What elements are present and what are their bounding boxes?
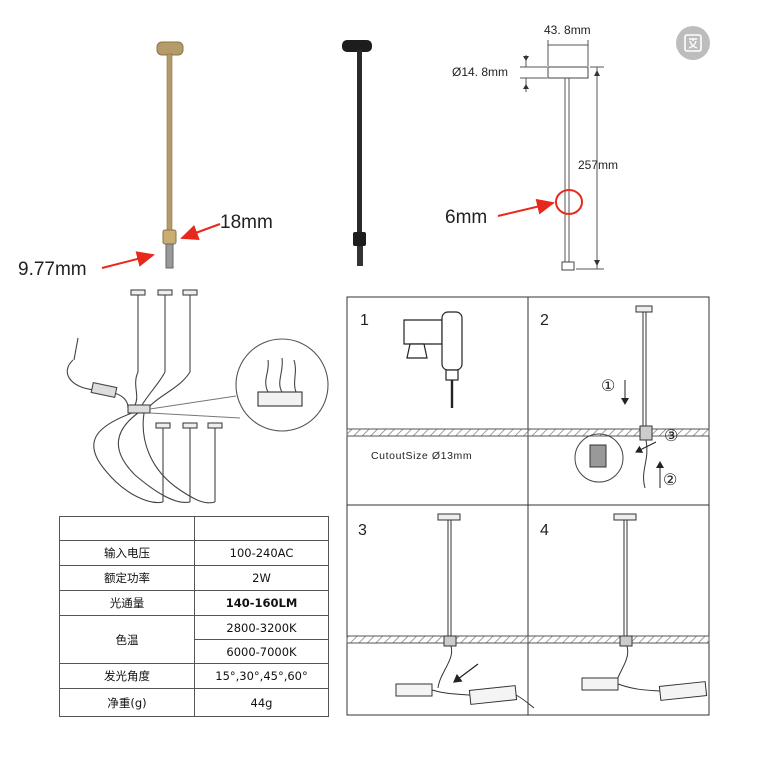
arrow-18mm — [180, 223, 221, 240]
step-number-3: 3 — [358, 522, 367, 539]
spec-value: 100-240AC — [194, 540, 329, 566]
table-row: 色温 2800-3200K — [59, 615, 329, 664]
marker-2: ② — [663, 472, 678, 489]
installation-grid — [346, 296, 710, 716]
spec-value: 15°,30°,45°,60° — [194, 663, 329, 689]
table-row: 额定功率 2W — [59, 565, 329, 591]
spec-label: 额定功率 — [59, 565, 195, 591]
translate-button[interactable] — [676, 26, 710, 60]
arrow-6mm — [497, 198, 555, 217]
spec-label: 光通量 — [59, 590, 195, 616]
step-number-1: 1 — [360, 312, 369, 329]
label-width: 43. 8mm — [544, 23, 591, 37]
table-row: 净重(g) 44g — [59, 688, 329, 717]
dimension-drawing — [520, 40, 604, 271]
spec-table: 输入电压 100-240AC 额定功率 2W 光通量 140-160LM 色温 … — [59, 516, 329, 717]
label-977mm: 9.77mm — [18, 259, 87, 280]
table-cell — [59, 516, 195, 541]
table-cell — [194, 516, 329, 541]
table-row — [59, 516, 329, 541]
marker-1: ① — [601, 378, 616, 395]
rod-diameter-circle — [555, 189, 583, 215]
translate-icon — [684, 34, 702, 52]
step3-illustration — [395, 513, 535, 709]
spec-value: 140-160LM — [194, 590, 329, 616]
step2-illustration — [574, 305, 664, 489]
table-row: 输入电压 100-240AC — [59, 540, 329, 566]
spec-label: 色温 — [59, 615, 195, 664]
spec-value: 2800-3200K — [194, 615, 329, 640]
spec-value: 44g — [194, 688, 329, 717]
table-row: 光通量 140-160LM — [59, 590, 329, 616]
label-length: 257mm — [578, 158, 619, 172]
marker-3: ③ — [664, 428, 679, 445]
table-row: 6000-7000K — [60, 639, 329, 664]
spec-value: 2W — [194, 565, 329, 591]
step-number-4: 4 — [540, 522, 549, 539]
black-lamp — [342, 40, 372, 266]
table-row: 发光角度 15°,30°,45°,60° — [59, 663, 329, 689]
label-diameter: Ø14. 8mm — [452, 65, 509, 79]
step4-illustration — [581, 513, 708, 701]
gold-lamp — [156, 41, 184, 269]
spec-label: 输入电压 — [59, 540, 195, 566]
spec-label: 发光角度 — [59, 663, 195, 689]
spec-value: 6000-7000K — [194, 639, 329, 664]
drill-illustration — [403, 311, 463, 408]
step-number-2: 2 — [540, 312, 549, 329]
arrow-977mm — [101, 251, 155, 269]
wiring-diagram — [66, 289, 329, 504]
spec-label: 净重(g) — [59, 688, 195, 717]
label-18mm: 18mm — [220, 212, 273, 233]
label-6mm: 6mm — [445, 207, 488, 228]
cutout-size-label: CutoutSize Ø13mm — [371, 450, 473, 462]
